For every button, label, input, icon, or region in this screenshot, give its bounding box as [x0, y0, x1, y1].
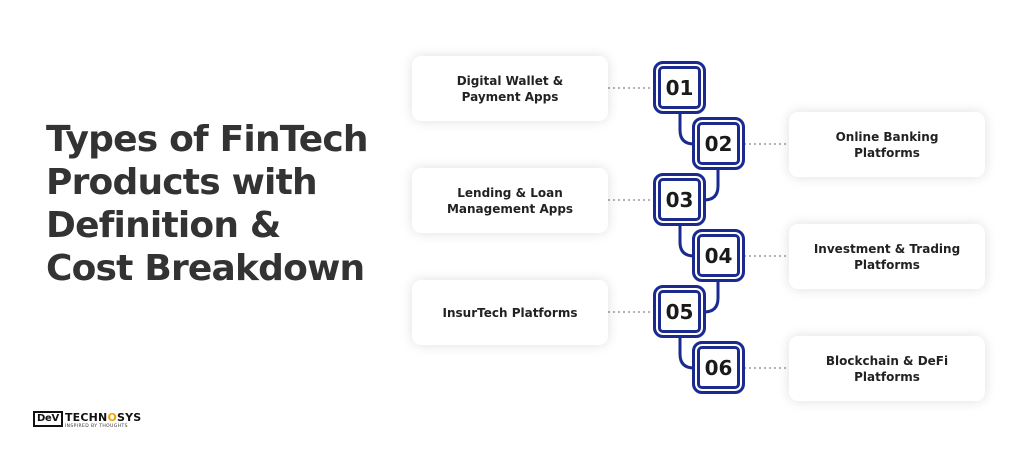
step-card-lending: Lending & Loan Management Apps: [412, 168, 608, 233]
logo-dev-mark: DeV: [33, 411, 63, 427]
step-number-badge: 04: [692, 229, 745, 282]
chain-connector: [678, 226, 695, 258]
chain-connector: [703, 282, 720, 314]
step-number-badge: 05: [653, 285, 706, 338]
title-line: Products with: [46, 162, 318, 203]
logo-wordmark: TECHNOSYS Inspired by Thoughts: [65, 411, 142, 430]
logo-accent-letter: O: [107, 411, 118, 424]
card-label: Lending & Loan: [457, 185, 563, 200]
page-title: Types of FinTech Products with Definitio…: [46, 118, 406, 290]
chain-connector: [678, 338, 695, 370]
card-label: Platforms: [854, 145, 920, 160]
title-line: Definition &: [46, 205, 281, 246]
card-label: Blockchain & DeFi: [825, 353, 949, 368]
chain-connector: [703, 170, 720, 202]
step-card-online-banking: Online Banking Platforms: [789, 112, 985, 177]
brand-logo: DeV TECHNOSYS Inspired by Thoughts: [33, 411, 141, 433]
card-label: Payment Apps: [461, 89, 559, 104]
card-label: Platforms: [854, 257, 920, 272]
title-line: Cost Breakdown: [46, 248, 365, 289]
card-label: Digital Wallet &: [456, 73, 564, 88]
logo-name: TECHNOSYS: [65, 411, 142, 424]
step-card-digital-wallet: Digital Wallet & Payment Apps: [412, 56, 608, 121]
step-card-insurtech: InsurTech Platforms: [412, 280, 608, 345]
logo-name-part: SYS: [117, 411, 142, 424]
step-card-blockchain: Blockchain & DeFi Platforms: [789, 336, 985, 401]
step-card-investment: Investment & Trading Platforms: [789, 224, 985, 289]
step-number-badge: 03: [653, 173, 706, 226]
card-label: Online Banking: [835, 129, 939, 144]
card-label: Management Apps: [446, 201, 574, 216]
step-number-badge: 02: [692, 117, 745, 170]
step-number-badge: 06: [692, 341, 745, 394]
card-label: InsurTech Platforms: [442, 305, 578, 320]
step-number-badge: 01: [653, 61, 706, 114]
card-label: Investment & Trading: [813, 241, 961, 256]
title-line: Types of FinTech: [46, 119, 369, 160]
logo-tagline: Inspired by Thoughts: [64, 424, 128, 429]
logo-name-part: TECHN: [64, 411, 108, 424]
card-label: Platforms: [854, 369, 920, 384]
chain-connector: [678, 114, 695, 146]
